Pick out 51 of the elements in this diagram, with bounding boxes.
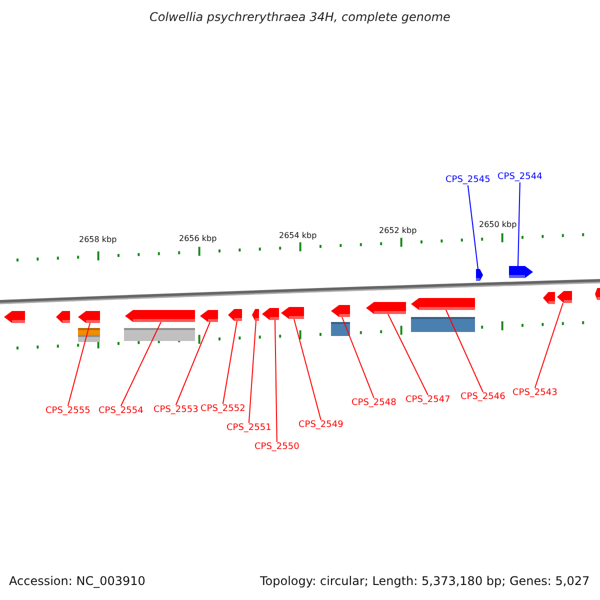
gene-feature xyxy=(476,269,483,281)
accession-text: Accession: NC_003910 xyxy=(9,575,146,589)
leader-line xyxy=(222,320,238,404)
scale-label: 2654 kbp xyxy=(279,230,317,240)
gene-label: CPS_2551 xyxy=(226,423,272,434)
gene-feature xyxy=(543,292,555,304)
gene-label: CPS_2552 xyxy=(200,404,246,414)
leader-line xyxy=(120,322,162,406)
gene-label: CPS_2545 xyxy=(446,175,490,186)
title: Colwellia psychrerythraea 34H, complete genome xyxy=(150,11,450,25)
gene-feature xyxy=(125,310,195,322)
gene-label: CPS_2548 xyxy=(352,398,396,408)
gene-feature xyxy=(509,266,533,278)
gene-feature xyxy=(200,310,218,322)
gene-label: CPS_2543 xyxy=(512,388,558,398)
leader-line xyxy=(294,318,322,420)
scale-label: 2650 kbp xyxy=(479,220,517,229)
leader-line xyxy=(446,310,484,392)
gene-feature xyxy=(4,311,25,323)
gene-label: CPS_2553 xyxy=(154,405,198,416)
scale-label: 2652 kbp xyxy=(379,226,417,235)
gene-feature xyxy=(56,311,70,323)
leader-line xyxy=(467,184,478,270)
gene-feature xyxy=(366,302,406,314)
gene-feature xyxy=(595,288,600,300)
leader-line xyxy=(388,314,428,396)
gene-label: CPS_2554 xyxy=(98,406,144,416)
gene-feature xyxy=(281,307,304,319)
gene-label: CPS_2550 xyxy=(254,442,300,452)
gene-feature xyxy=(228,309,242,321)
leader-line xyxy=(534,302,564,388)
leader-line xyxy=(248,320,256,424)
gene-label: CPS_2546 xyxy=(460,392,506,402)
gene-feature xyxy=(411,298,475,310)
gene-label: CPS_2544 xyxy=(498,172,542,182)
leader-line xyxy=(518,182,520,266)
scale-label: 2656 kbp xyxy=(179,234,217,243)
leader-line xyxy=(175,322,210,406)
gene-label: CPS_2549 xyxy=(298,420,344,430)
gene-feature xyxy=(557,291,572,303)
genome-summary-text: Topology: circular; Length: 5,373,180 bp; Genes: 5,027 xyxy=(260,575,590,589)
leader-line xyxy=(274,320,278,442)
gene-feature xyxy=(262,308,279,320)
gene-label: CPS_2547 xyxy=(406,395,450,406)
gene-feature xyxy=(252,309,259,321)
scale-label: 2658 kbp xyxy=(79,234,117,244)
gene-label: CPS_2555 xyxy=(46,406,90,416)
leader-line xyxy=(67,322,90,406)
gene-feature xyxy=(331,305,350,317)
gene-feature xyxy=(78,311,100,323)
leader-line xyxy=(342,316,374,398)
